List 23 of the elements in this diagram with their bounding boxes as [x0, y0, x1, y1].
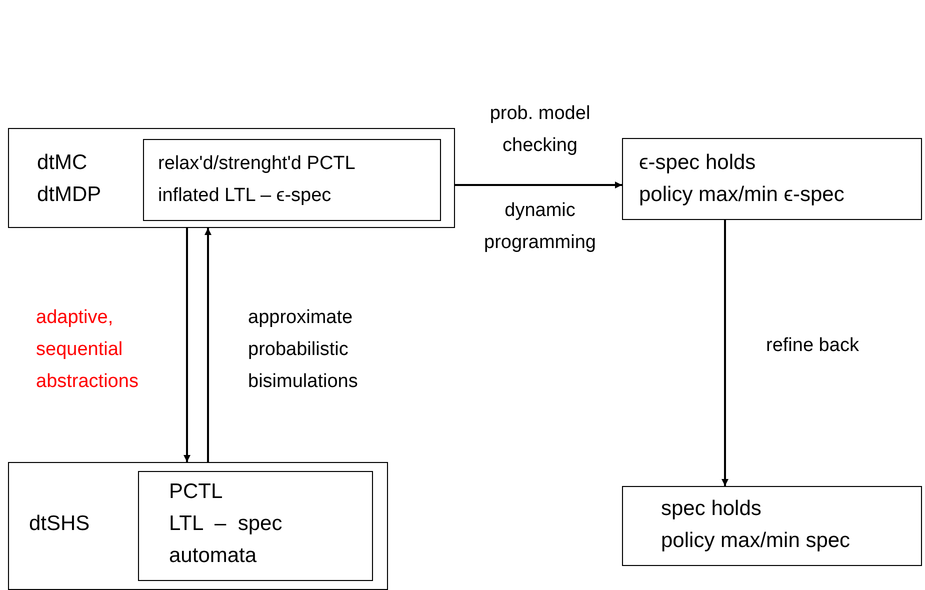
node-text: policy max/min ϵ-spec — [639, 182, 846, 208]
node-text: relax'd/strenght'd PCTL inflated LTL – ϵ-spec — [158, 152, 356, 208]
node-text: policy max/min spec — [661, 528, 852, 554]
arrow — [184, 228, 190, 462]
outer-box — [622, 486, 922, 566]
edge-label: approximate probabilistic bisimulations — [248, 306, 359, 394]
node-text: ϵ-spec holds — [639, 150, 757, 176]
inner-box — [143, 139, 441, 221]
node-text: PCTL — [169, 479, 224, 505]
node-text: automata — [169, 543, 258, 569]
node-text: dtSHS — [29, 511, 91, 537]
node-text: spec holds — [661, 496, 762, 522]
edge-label: refine back — [766, 334, 860, 358]
node-text: dtMC dtMDP — [37, 150, 102, 208]
outer-box — [622, 138, 922, 220]
node-text: LTL – spec — [169, 511, 284, 537]
outer-box — [8, 462, 388, 590]
outer-box — [8, 128, 455, 228]
arrow — [204, 228, 212, 462]
arrow — [722, 220, 728, 486]
arrow — [455, 182, 622, 188]
edge-label: adaptive, sequential abstractions — [36, 306, 140, 394]
inner-box — [138, 471, 373, 581]
